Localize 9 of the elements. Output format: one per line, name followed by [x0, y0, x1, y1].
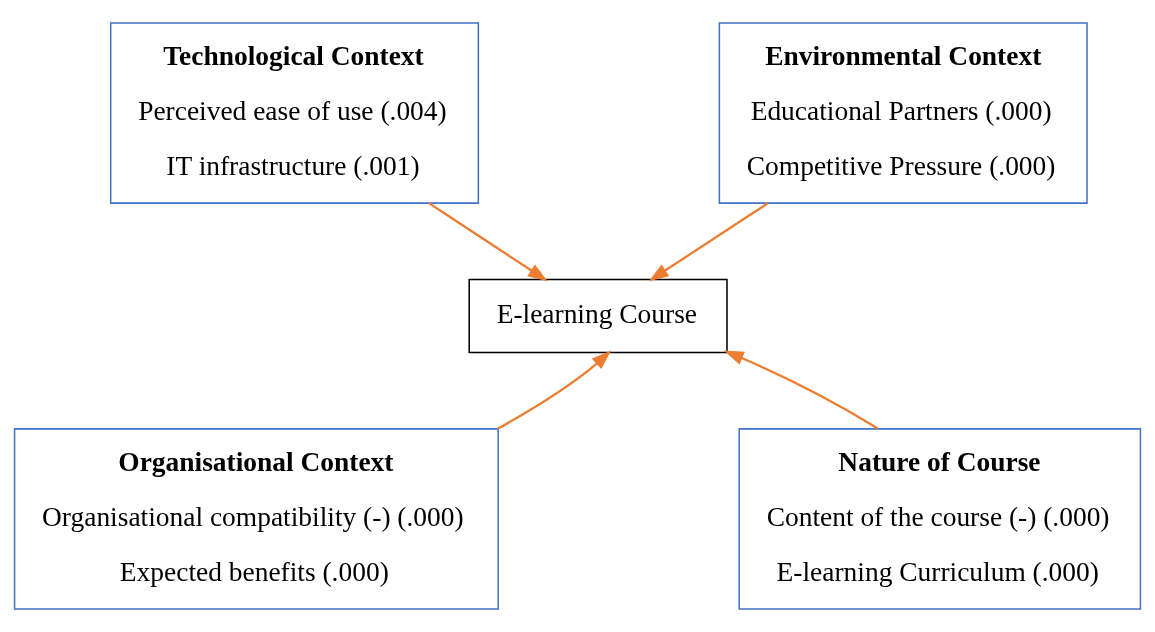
node-box: Technological Context Perceived ease of use (.004) IT infrastructure (.001)	[109, 22, 480, 204]
node-box: Environmental Context Educational Partners (.000) Competitive Pressure (.000)	[718, 22, 1088, 204]
node-box: Nature of Course Content of the course (-) (.000) E-learning Curriculum (.000)	[738, 428, 1142, 610]
arrow	[428, 202, 548, 282]
arrow	[723, 350, 879, 430]
arrow	[648, 202, 769, 282]
node-box: Organisational Context Organisational compatibility (-) (.000) Expected benefits (.000)	[13, 428, 499, 610]
arrow	[497, 350, 612, 430]
node-box: E-learning Course	[468, 278, 728, 354]
